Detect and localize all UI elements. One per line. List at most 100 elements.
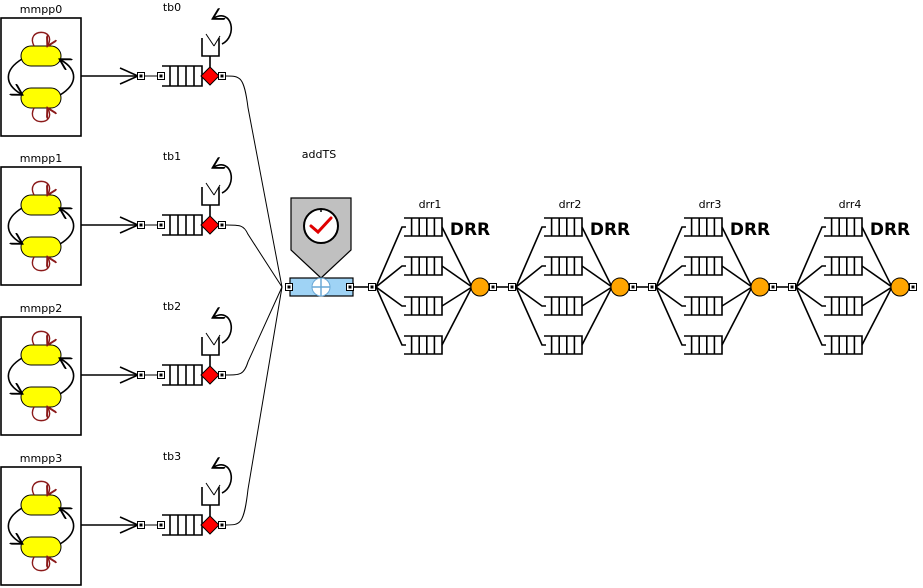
drr-queue-4[interactable] <box>824 335 863 355</box>
gate-out-mmpp3[interactable] <box>137 521 145 529</box>
self-loop-bottom <box>31 257 49 272</box>
transition-right <box>60 209 75 245</box>
timestamper-layer: addTS <box>285 148 369 297</box>
drr-queue-1[interactable] <box>544 217 583 237</box>
clock-hand <box>309 216 333 235</box>
drr-queue-2[interactable] <box>684 256 723 276</box>
gate-in-tb2[interactable] <box>157 371 165 379</box>
state-low <box>20 536 62 558</box>
transition-right <box>60 509 75 545</box>
gate-out-mmpp1[interactable] <box>137 221 145 229</box>
source-label-mmpp0: mmpp0 <box>20 3 62 16</box>
transition-right <box>60 359 75 395</box>
gate-in-tb3[interactable] <box>157 521 165 529</box>
mmpp-box[interactable] <box>0 316 82 436</box>
gate-in-drr1[interactable] <box>368 283 376 291</box>
bucket-queue[interactable] <box>162 214 203 236</box>
scheduler-label-drr3: drr3 <box>699 198 722 211</box>
gate-out-tb3[interactable] <box>218 521 226 529</box>
gate-out-mmpp2[interactable] <box>137 371 145 379</box>
wires-layer <box>225 75 788 526</box>
gate-in-tb0[interactable] <box>157 72 165 80</box>
state-high <box>20 344 62 366</box>
drr-queue-1[interactable] <box>684 217 723 237</box>
self-loop-bottom <box>31 557 49 572</box>
bucket-diamond <box>200 66 220 86</box>
gate-out-mmpp0[interactable] <box>137 72 145 80</box>
gate-out-drr3[interactable] <box>769 283 777 291</box>
mmpp-box[interactable] <box>0 17 82 137</box>
drr-server <box>470 277 490 297</box>
self-loop-top <box>31 31 49 46</box>
token-bucket-tb2[interactable]: tb2 <box>144 300 232 386</box>
gate-out-drr2[interactable] <box>629 283 637 291</box>
transition-left <box>7 507 22 543</box>
self-loop-bottom <box>31 108 49 123</box>
source-label-mmpp3: mmpp3 <box>20 452 62 465</box>
drr-server <box>890 277 910 297</box>
token-loop <box>214 465 232 494</box>
drr-queue-3[interactable] <box>684 296 723 316</box>
gate-in-tb1[interactable] <box>157 221 165 229</box>
drr-queue-3[interactable] <box>824 296 863 316</box>
self-loop-bottom <box>31 407 49 422</box>
drr-queue-3[interactable] <box>404 296 443 316</box>
scheduler-type-drr4: DRR <box>870 220 910 240</box>
bucket-label-tb1: tb1 <box>163 150 181 163</box>
bucket-queue[interactable] <box>162 514 203 536</box>
wire-tb3-addTS <box>225 286 283 526</box>
mmpp-box[interactable] <box>0 166 82 286</box>
gate-in-drr2[interactable] <box>508 283 516 291</box>
drr-queue-2[interactable] <box>824 256 863 276</box>
drr-queue-2[interactable] <box>404 256 443 276</box>
gate-in-drr3[interactable] <box>648 283 656 291</box>
bucket-queue[interactable] <box>162 65 203 87</box>
bucket-label-tb2: tb2 <box>163 300 181 313</box>
token-bucket-tb0[interactable]: tb0 <box>144 1 232 87</box>
drr-server <box>750 277 770 297</box>
gate-out-tb2[interactable] <box>218 371 226 379</box>
state-high <box>20 494 62 516</box>
transition-left <box>7 357 22 393</box>
source-mmpp3[interactable]: mmpp3 tb3 <box>0 450 232 586</box>
transition-right <box>60 60 75 96</box>
token-bucket-tb1[interactable]: tb1 <box>144 150 232 236</box>
gate-out-drr4[interactable] <box>909 283 917 291</box>
timestamper-addTS[interactable]: addTS <box>285 148 369 297</box>
bucket-diamond <box>200 215 220 235</box>
drr-queue-1[interactable] <box>824 217 863 237</box>
token-loop <box>214 165 232 194</box>
scheduler-type-drr3: DRR <box>730 220 770 240</box>
gate-out-tb0[interactable] <box>218 72 226 80</box>
bucket-label-tb3: tb3 <box>163 450 181 463</box>
token-bucket-tb3[interactable]: tb3 <box>144 450 232 536</box>
token-loop <box>214 315 232 344</box>
drr-queue-4[interactable] <box>544 335 583 355</box>
drr-queue-3[interactable] <box>544 296 583 316</box>
gate-out-addTS[interactable] <box>346 283 354 291</box>
drr-queue-2[interactable] <box>544 256 583 276</box>
gate-out-drr1[interactable] <box>489 283 497 291</box>
bucket-queue[interactable] <box>162 364 203 386</box>
drr-queue-4[interactable] <box>404 335 443 355</box>
scheduler-label-drr1: drr1 <box>419 198 442 211</box>
mmpp-box[interactable] <box>0 466 82 586</box>
gate-out-tb1[interactable] <box>218 221 226 229</box>
token-loop <box>214 16 232 45</box>
gate-in-addTS[interactable] <box>285 283 293 291</box>
drr-server <box>610 277 630 297</box>
drr-queue-1[interactable] <box>404 217 443 237</box>
drr-queue-4[interactable] <box>684 335 723 355</box>
timestamper-label: addTS <box>302 148 336 161</box>
gate-in-drr4[interactable] <box>788 283 796 291</box>
source-mmpp0[interactable]: mmpp0 tb0 <box>0 1 232 137</box>
bucket-label-tb0: tb0 <box>163 1 181 14</box>
